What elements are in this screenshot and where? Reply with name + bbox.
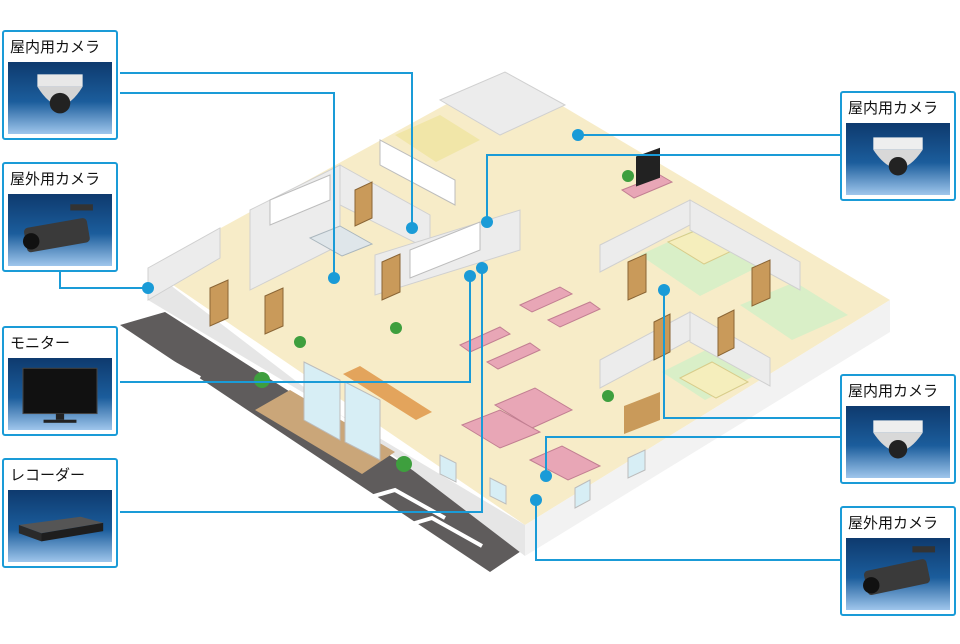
card-photo (846, 538, 950, 610)
bullet-camera-icon (22, 204, 93, 253)
dome-camera-icon (873, 137, 923, 176)
stairs (395, 115, 480, 162)
tv-screen (636, 147, 660, 187)
tv-cabinet (624, 392, 660, 434)
card-label: モニター (10, 334, 71, 352)
card-indoor-camera-top-right: 屋内用カメラ (840, 91, 956, 201)
windows (439, 449, 646, 509)
glass-door (344, 381, 381, 461)
callout-lines (59, 72, 840, 561)
card-recorder: レコーダー (2, 458, 118, 568)
card-photo (8, 62, 112, 134)
shelves (269, 139, 481, 279)
card-photo (8, 194, 112, 266)
plants (254, 170, 634, 472)
card-monitor: モニター (2, 326, 118, 436)
card-label: 屋外用カメラ (848, 514, 939, 532)
card-photo (8, 358, 112, 430)
card-label: 屋内用カメラ (848, 382, 939, 400)
dome-camera-icon (873, 420, 923, 459)
card-photo (8, 490, 112, 562)
table (308, 225, 374, 257)
doors (209, 181, 771, 361)
callout-dots (142, 129, 670, 506)
bed (678, 361, 750, 399)
front-wall-right (525, 300, 890, 556)
card-photo (846, 406, 950, 478)
card-label: 屋内用カメラ (848, 99, 939, 117)
entrance-mat (343, 366, 432, 420)
card-outdoor-camera-left: 屋外用カメラ (2, 162, 118, 272)
card-indoor-camera-bottom-right: 屋内用カメラ (840, 374, 956, 484)
bullet-camera-icon (863, 546, 936, 596)
card-outdoor-camera-right: 屋外用カメラ (840, 506, 956, 616)
card-label: 屋内用カメラ (10, 38, 101, 56)
card-label: 屋外用カメラ (10, 170, 101, 188)
sofas (458, 174, 674, 481)
recorder-icon (18, 516, 104, 542)
card-label: レコーダー (10, 466, 86, 484)
card-indoor-camera-top-left: 屋内用カメラ (2, 30, 118, 140)
card-photo (846, 123, 950, 195)
monitor-icon (22, 367, 98, 423)
dome-camera-icon (37, 74, 83, 114)
